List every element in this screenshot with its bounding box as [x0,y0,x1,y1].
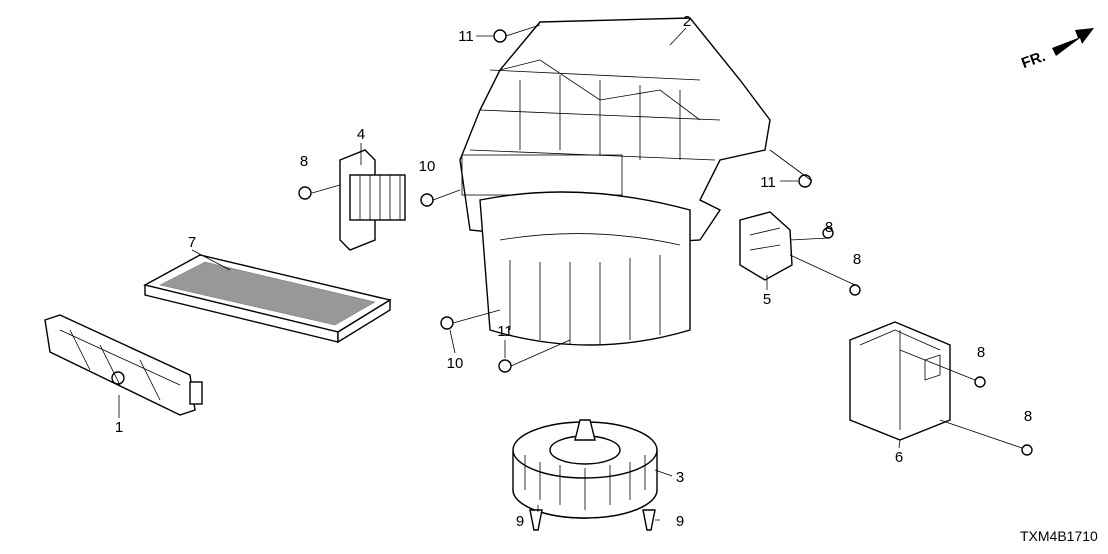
front-direction-indicator: FR. [1019,28,1094,72]
front-label: FR. [1019,48,1048,72]
screw-icon [440,316,454,330]
screw-icon [849,284,861,296]
screw-icon [642,509,656,531]
blower-motor [512,419,658,519]
nut-icon [493,29,507,43]
blower-housing [459,17,771,346]
screw-icon [974,376,986,388]
screw-icon [298,186,312,200]
callout-4: 4 [357,126,365,143]
recirculation-actuator [739,211,793,281]
nut-icon [498,359,512,373]
callout-9: 9 [676,513,684,530]
callout-7: 7 [188,234,196,251]
air-filter [143,254,392,344]
diagram-code: TXM4B1710 [1020,528,1098,544]
control-unit [849,321,951,441]
callout-6: 6 [895,449,903,466]
callout-11: 11 [760,174,776,191]
callout-3: 3 [676,469,684,486]
callout-9: 9 [516,513,524,530]
leader-lines [118,24,1023,521]
callout-8: 8 [853,251,861,268]
screw-icon [1021,444,1033,456]
callout-8: 8 [825,219,833,236]
callout-10: 10 [419,158,436,175]
screw-icon [529,509,543,531]
nut-icon [798,174,812,188]
callout-10: 10 [447,355,464,372]
callout-8: 8 [1024,408,1032,425]
callout-5: 5 [763,291,771,308]
front-arrow-icon [1052,28,1094,56]
callout-11: 11 [497,323,513,340]
callout-8: 8 [977,344,985,361]
callouts: 11 2 4 8 10 11 8 8 5 7 11 10 1 8 8 6 3 9… [115,13,1032,530]
callout-2: 2 [683,13,691,30]
callout-8: 8 [300,153,308,170]
screw-icon [420,193,434,207]
blower-resistor [339,149,406,251]
callout-1: 1 [115,419,123,436]
filter-cover [44,314,203,416]
callout-11: 11 [458,28,474,45]
